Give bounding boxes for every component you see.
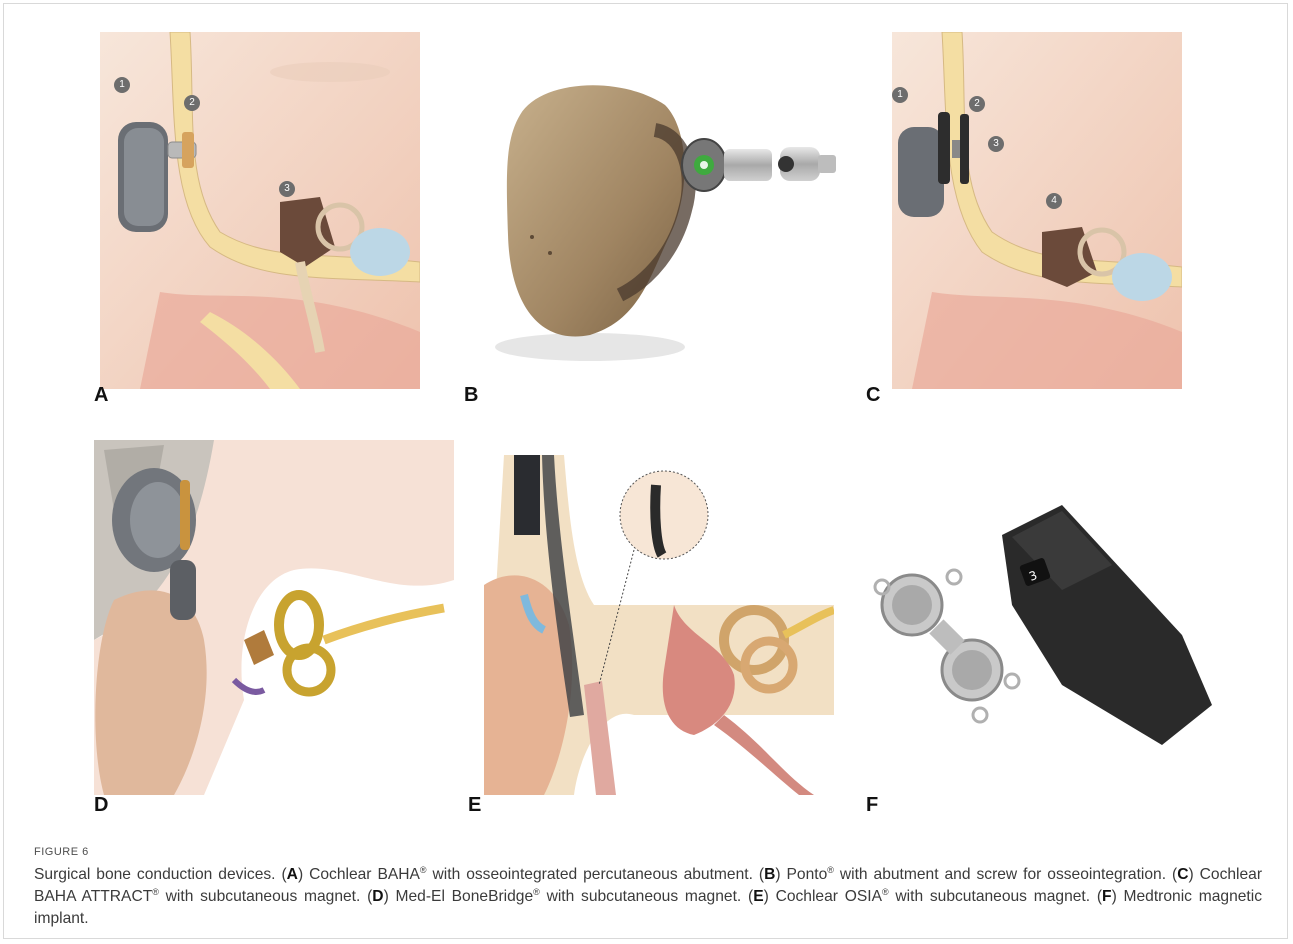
caption-ref: B — [764, 866, 775, 883]
panel-label-f: F — [866, 794, 878, 817]
caption-ref: A — [287, 866, 298, 883]
registered-mark: ® — [882, 887, 889, 897]
panel-d — [94, 440, 454, 795]
caption-ref: F — [1102, 888, 1112, 905]
callout-badge: 4 — [1046, 193, 1062, 209]
callout-badge: 3 — [279, 181, 295, 197]
panel-a-illustration — [100, 32, 420, 389]
caption-ref: E — [753, 888, 763, 905]
panel-label-a: A — [94, 384, 108, 407]
caption-device-name: Ponto — [787, 866, 828, 883]
panel-b — [480, 75, 860, 375]
panel-c: 1 2 3 4 — [892, 32, 1182, 389]
panel-e — [484, 455, 834, 795]
panel-d-illustration — [94, 440, 454, 795]
caption-device-name: Cochlear OSIA — [776, 888, 882, 905]
caption-description: with osseointegrated percutaneous abutme… — [433, 866, 753, 883]
callout-badge: 3 — [988, 136, 1004, 152]
registered-mark: ® — [152, 887, 159, 897]
figure-label: FIGURE 6 — [34, 846, 1262, 858]
callout-badge: 1 — [114, 77, 130, 93]
caption-description: with subcutaneous magnet. — [547, 888, 742, 905]
figure-caption: FIGURE 6 Surgical bone conduction device… — [34, 846, 1262, 930]
panel-b-illustration — [480, 75, 860, 375]
callout-badge: 2 — [184, 95, 200, 111]
caption-device-name: Med-El BoneBridge — [396, 888, 534, 905]
caption-ref: D — [372, 888, 383, 905]
panel-c-illustration — [892, 32, 1182, 389]
caption-lead: Surgical bone conduction devices. — [34, 866, 276, 883]
registered-mark: ® — [420, 865, 427, 875]
callout-badge: 1 — [892, 87, 908, 103]
panel-label-b: B — [464, 384, 478, 407]
panel-f: 3 — [862, 495, 1222, 755]
registered-mark: ® — [827, 865, 834, 875]
caption-description: with subcutaneous magnet. — [166, 888, 361, 905]
panel-label-e: E — [468, 794, 481, 817]
panel-label-c: C — [866, 384, 880, 407]
caption-description: with subcutaneous magnet. — [895, 888, 1090, 905]
registered-mark: ® — [533, 887, 540, 897]
panel-e-illustration — [484, 455, 834, 795]
caption-ref: C — [1177, 866, 1188, 883]
caption-description: with abutment and screw for osseointegra… — [840, 866, 1166, 883]
panel-label-d: D — [94, 794, 108, 817]
panel-a: 1 2 3 — [100, 32, 420, 389]
callout-badge: 2 — [969, 96, 985, 112]
panel-f-illustration: 3 — [862, 495, 1222, 755]
caption-text: Surgical bone conduction devices. (A) Co… — [34, 864, 1262, 930]
caption-device-name: Cochlear BAHA — [309, 866, 420, 883]
